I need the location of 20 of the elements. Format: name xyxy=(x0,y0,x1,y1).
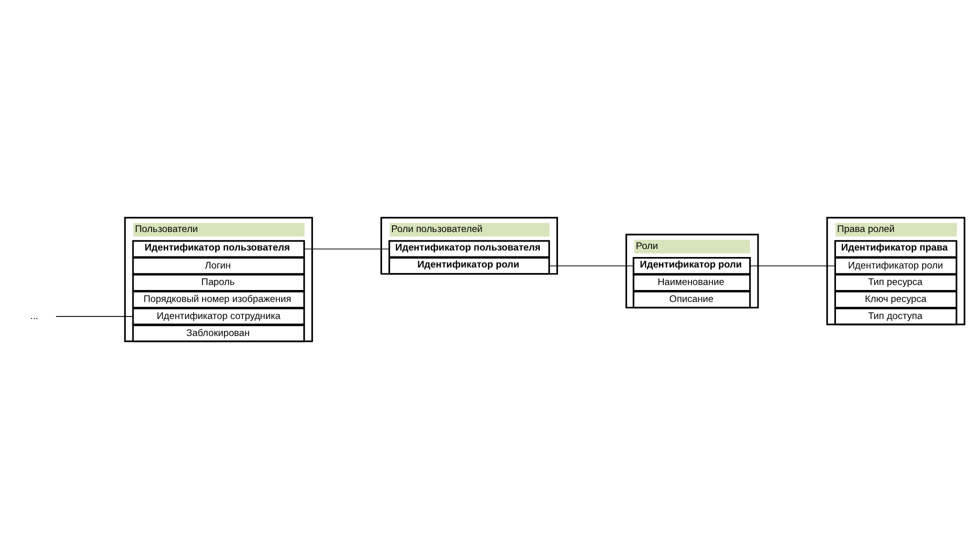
node-box: Заблокирован xyxy=(132,324,304,342)
node-box: Порядковый номер изображения xyxy=(132,290,304,308)
node-box: Пароль xyxy=(132,273,304,292)
node-box: Идентификатор роли xyxy=(388,256,550,274)
node-box: Идентификатор сотрудника xyxy=(132,307,304,325)
node-box: Логин xyxy=(132,256,304,274)
connector xyxy=(548,264,634,266)
node-box: Идентификатор пользователя xyxy=(132,240,304,258)
node-box: Идентификатор роли xyxy=(632,256,750,274)
node-box: Тип ресурса xyxy=(834,273,957,292)
node-box: Идентификатор роли xyxy=(834,256,957,274)
node-box: Наименование xyxy=(632,273,750,292)
connector xyxy=(749,264,835,266)
node-box: Тип доступа xyxy=(834,307,957,325)
node-text: ... xyxy=(30,310,38,322)
node-box: Описание xyxy=(632,290,750,308)
node-box: Идентификатор пользователя xyxy=(388,240,550,258)
node-box: Ключ ресурса xyxy=(834,290,957,308)
node-box: Идентификатор права xyxy=(834,240,957,258)
connector xyxy=(303,248,390,249)
